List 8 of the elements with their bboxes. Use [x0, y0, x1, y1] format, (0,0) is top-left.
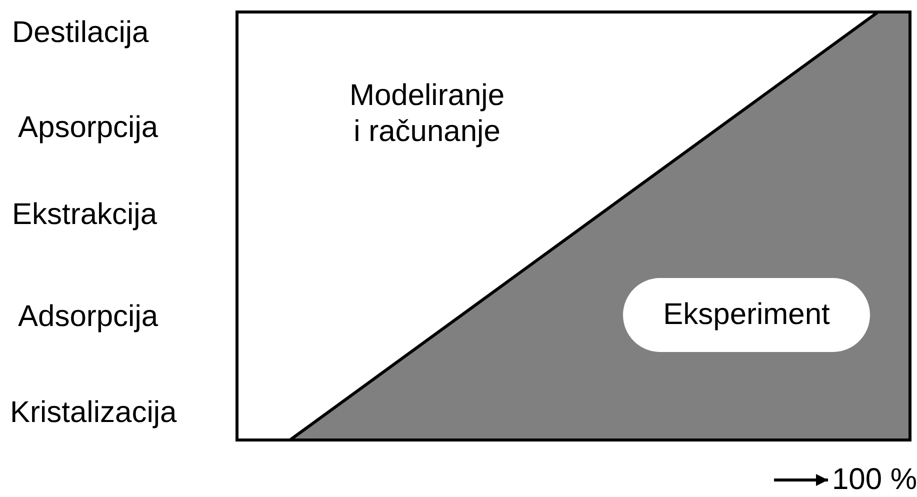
row-label: Apsorpcija	[18, 110, 158, 146]
axis-label: 100 %	[832, 462, 917, 497]
row-label: Ekstrakcija	[12, 197, 158, 233]
row-label: Destilacija	[12, 15, 149, 51]
pill-label: Eksperiment	[623, 278, 870, 352]
region-label: Modeliranje i računanje	[348, 78, 506, 150]
row-label: Kristalizacija	[10, 395, 177, 431]
row-label: Adsorpcija	[18, 299, 158, 335]
